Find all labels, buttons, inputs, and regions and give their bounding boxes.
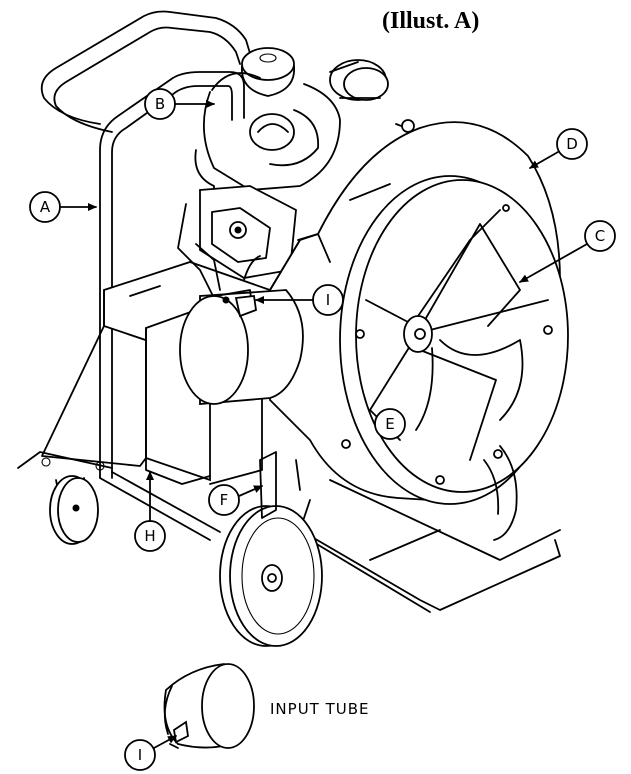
callout-b: B: [144, 88, 215, 120]
svg-text:C: C: [595, 227, 605, 245]
callout-c: C: [519, 220, 616, 283]
svg-text:D: D: [566, 135, 578, 153]
svg-text:I: I: [326, 291, 330, 309]
callout-i-bottom: I: [124, 735, 177, 771]
impeller: [365, 209, 549, 461]
callout-f: F: [208, 484, 263, 516]
svg-text:A: A: [40, 198, 51, 216]
input-tube-caption: INPUT TUBE: [270, 700, 370, 718]
svg-text:F: F: [220, 491, 229, 509]
mount-post: [259, 451, 301, 519]
caster-wheel: [17, 451, 113, 545]
callout-i-top: I: [255, 284, 344, 316]
svg-text:E: E: [385, 415, 394, 433]
engine: [194, 47, 415, 201]
input-tube-detail: [163, 663, 255, 749]
callout-e: E: [374, 408, 406, 440]
illustration-title: (Illust. A): [382, 8, 480, 34]
callout-d: D: [529, 128, 588, 169]
svg-text:B: B: [155, 95, 165, 113]
svg-text:I: I: [138, 746, 142, 764]
handle-frame: [40, 10, 253, 479]
main-wheel: [219, 505, 323, 647]
mounted-input-tube: [179, 255, 304, 405]
callout-a: A: [29, 191, 97, 223]
rear-wheel: [483, 445, 518, 541]
svg-text:H: H: [144, 527, 155, 545]
fan-housing: [269, 121, 569, 505]
callout-h: H: [134, 471, 166, 552]
